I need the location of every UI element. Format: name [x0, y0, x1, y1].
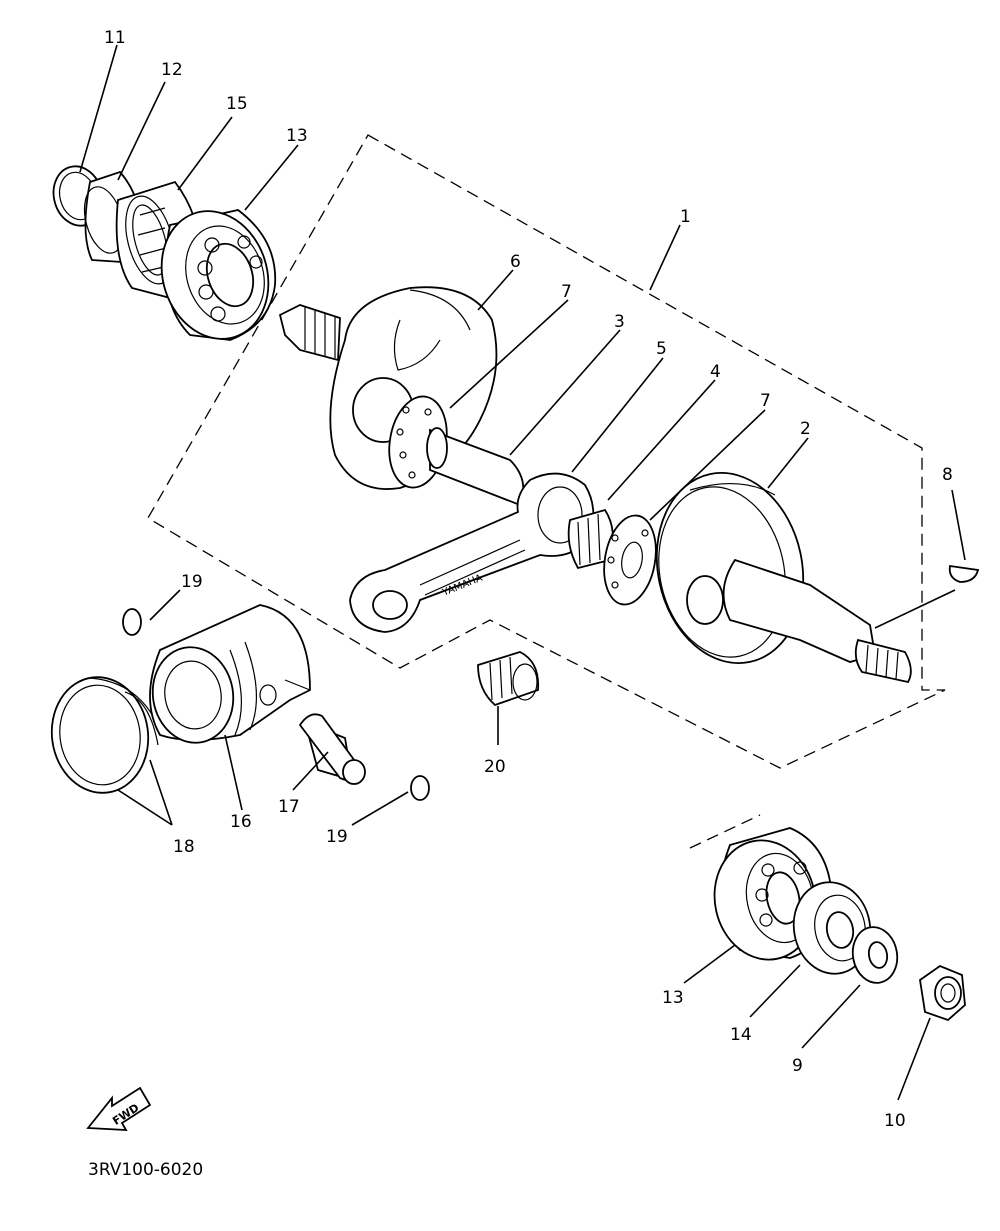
bearing-group-outline [689, 814, 761, 849]
piston-pin-17 [298, 713, 366, 785]
callout-3: 3 [614, 312, 625, 332]
callout-16: 16 [230, 812, 252, 832]
callout-10: 10 [884, 1111, 906, 1131]
callout-20: 20 [484, 757, 506, 777]
small-end-needle-bearing-20 [477, 651, 540, 707]
crankshaft-assembly-outline [147, 134, 946, 769]
ball-bearing-13-left [160, 209, 277, 341]
callout-15: 15 [226, 94, 248, 114]
callout-7-right: 7 [760, 391, 771, 411]
piston-rings-18 [50, 676, 161, 794]
callout-labels: 1 2 3 4 5 6 7 7 8 9 10 11 12 13 13 14 15… [104, 28, 953, 1131]
piston-16 [149, 604, 311, 744]
fwd-arrow-icon: FWD [86, 1086, 152, 1131]
catalog-code: 3RV100-6020 [88, 1160, 203, 1180]
crank-web-right-2 [655, 472, 912, 684]
woodruff-key-8 [948, 564, 980, 583]
circlip-19-bottom [410, 775, 430, 801]
callout-5: 5 [656, 339, 667, 359]
callout-2: 2 [800, 419, 811, 439]
callout-6: 6 [510, 252, 521, 272]
callout-11: 11 [104, 28, 126, 48]
callout-12: 12 [161, 60, 183, 80]
callout-14: 14 [730, 1025, 752, 1045]
callout-7-left: 7 [561, 282, 572, 302]
callout-17: 17 [278, 797, 300, 817]
callout-1: 1 [680, 207, 691, 227]
connecting-rod: YAMAHA [349, 472, 595, 633]
callout-9: 9 [792, 1056, 803, 1076]
washer-9 [851, 926, 899, 984]
leader-lines [79, 44, 966, 1101]
oil-seal-14 [792, 881, 872, 975]
callout-13-bottom: 13 [662, 988, 684, 1008]
callout-4: 4 [710, 362, 721, 382]
circlip-19-top [122, 608, 142, 636]
nut-10 [919, 964, 966, 1022]
crank-pin-3 [426, 427, 525, 507]
callout-8: 8 [942, 465, 953, 485]
callout-19-bottom: 19 [326, 827, 348, 847]
thrust-washer-7-right [603, 514, 657, 606]
callout-13-top: 13 [286, 126, 308, 146]
callout-18: 18 [173, 837, 195, 857]
callout-19-top: 19 [181, 572, 203, 592]
